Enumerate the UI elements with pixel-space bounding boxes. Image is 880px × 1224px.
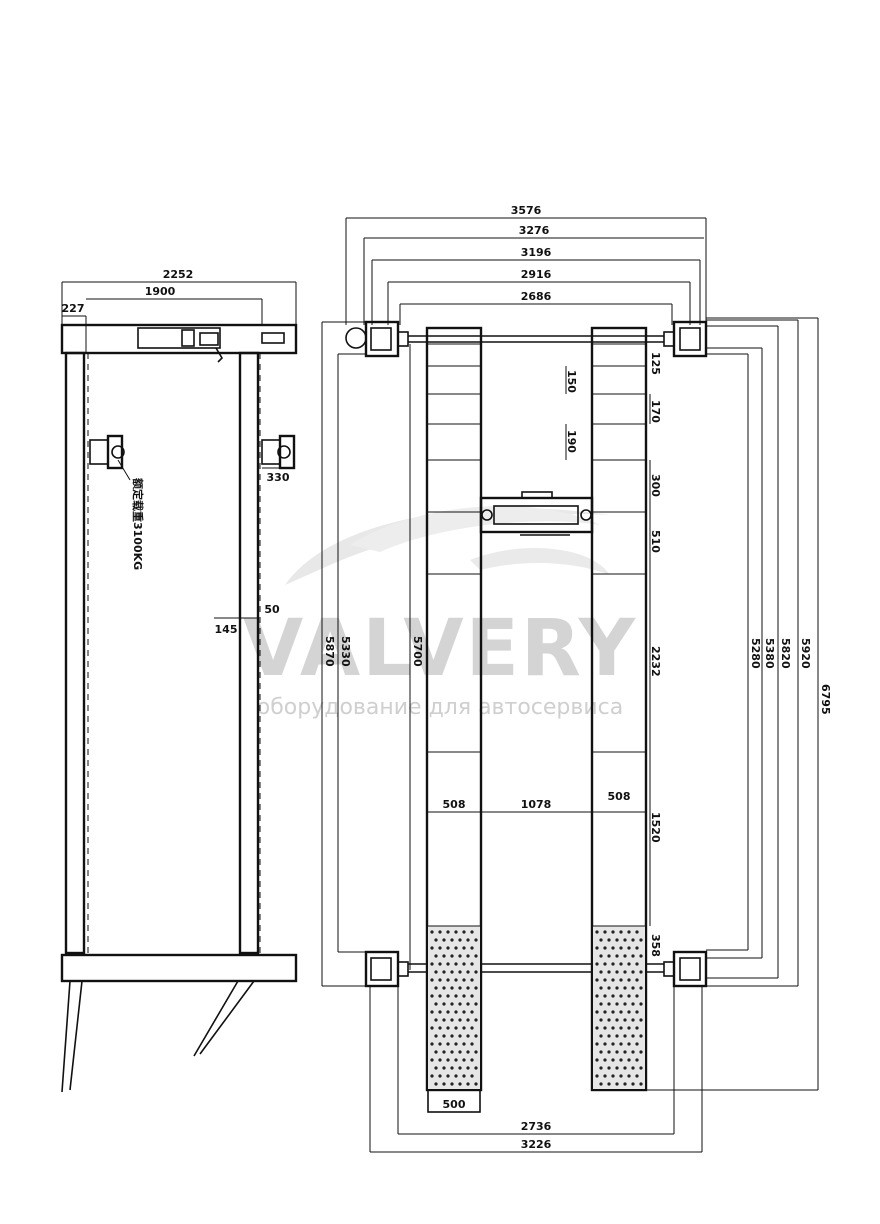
post-top-right bbox=[663, 320, 708, 358]
dim-top-4: 2916 bbox=[521, 268, 552, 281]
ramp-dot-pattern bbox=[430, 930, 643, 1086]
dim-side-offset-b: 145 bbox=[215, 623, 238, 636]
dim-width-right: 508 bbox=[608, 790, 631, 803]
dim-right-5380: 5380 bbox=[763, 638, 776, 669]
watermark: VALVERY оборудование для автосервиса bbox=[243, 506, 637, 720]
dim-width-left: 508 bbox=[443, 798, 466, 811]
left-carriage bbox=[89, 434, 125, 470]
dim-width-center: 1078 bbox=[521, 798, 552, 811]
dim-top-2: 3276 bbox=[519, 224, 550, 237]
dim-run-150: 150 bbox=[565, 370, 578, 393]
watermark-brand: VALVERY bbox=[243, 604, 637, 694]
dim-top-5: 2686 bbox=[521, 290, 552, 303]
dim-run-358: 358 bbox=[649, 934, 662, 957]
dim-bottom-2736: 2736 bbox=[521, 1120, 552, 1133]
capacity-label: 额定载重3100KG bbox=[131, 478, 145, 570]
runway-right bbox=[590, 326, 648, 1092]
dim-right-6795: 6795 bbox=[819, 684, 832, 715]
dim-left-5870: 5870 bbox=[323, 636, 336, 667]
dim-left-5700: 5700 bbox=[411, 636, 424, 667]
runway-left bbox=[425, 326, 483, 1113]
dim-side-inner-width: 1900 bbox=[145, 285, 176, 298]
dim-run-510: 510 bbox=[649, 530, 662, 553]
dim-side-offset-a: 50 bbox=[264, 603, 280, 616]
dim-run-2232: 2232 bbox=[649, 646, 662, 677]
dim-run-170: 170 bbox=[649, 400, 662, 423]
dim-side-left-offset: 227 bbox=[62, 302, 85, 315]
dim-run-125: 125 bbox=[649, 352, 662, 375]
dim-right-5280: 5280 bbox=[749, 638, 762, 669]
dim-bottom-3226: 3226 bbox=[521, 1138, 552, 1151]
dim-run-1520: 1520 bbox=[649, 812, 662, 843]
dim-right-5820: 5820 bbox=[779, 638, 792, 669]
dim-bottom-500: 500 bbox=[443, 1098, 466, 1111]
dim-left-5330: 5330 bbox=[339, 636, 352, 667]
post-bottom-right bbox=[663, 950, 708, 988]
watermark-subtitle: оборудование для автосервиса bbox=[257, 695, 623, 720]
post-bottom-left bbox=[364, 950, 409, 988]
post-top-left bbox=[345, 320, 409, 358]
side-view: 2252 1900 227 额定载重3100KG bbox=[60, 268, 298, 1093]
dim-side-overall-width: 2252 bbox=[163, 268, 194, 281]
dim-top-3: 3196 bbox=[521, 246, 552, 259]
dim-run-190: 190 bbox=[565, 430, 578, 453]
dim-top-1: 3576 bbox=[511, 204, 542, 217]
runway-segment-dims: 125 150 170 190 300 510 2232 1520 358 bbox=[565, 352, 662, 957]
right-carriage bbox=[261, 434, 296, 470]
dim-run-300: 300 bbox=[649, 474, 662, 497]
dim-right-5920: 5920 bbox=[799, 638, 812, 669]
center-jack bbox=[479, 491, 594, 536]
dim-side-bracket: 330 bbox=[267, 471, 290, 484]
top-view: 3576 3276 3196 2916 2686 bbox=[321, 204, 832, 1153]
watermark-logo-swoosh bbox=[285, 506, 610, 585]
